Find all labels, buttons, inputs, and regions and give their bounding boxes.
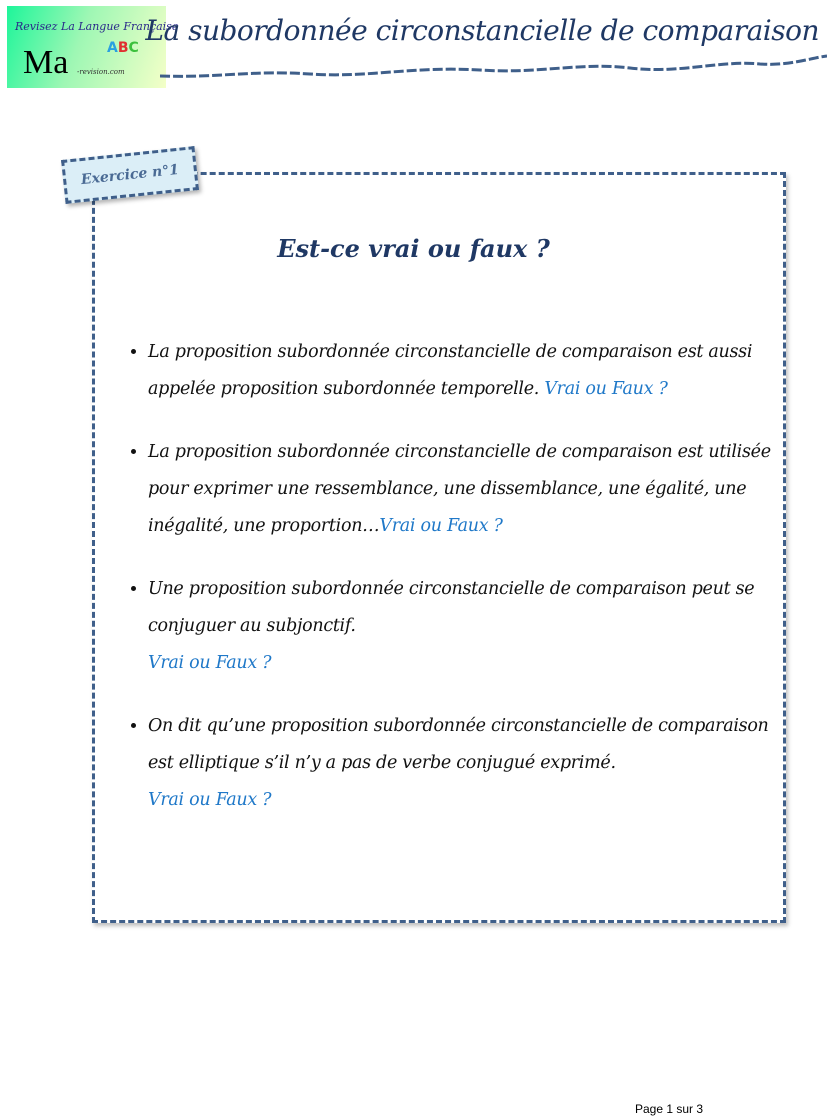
true-false-prompt: Vrai ou Faux ?: [379, 516, 503, 536]
page-title: La subordonnée circonstancielle de compa…: [145, 14, 819, 47]
logo-site: -revision.com: [77, 68, 125, 76]
question-item: La proposition subordonnée circonstancie…: [148, 334, 788, 408]
true-false-prompt: Vrai ou Faux ?: [544, 379, 668, 399]
site-logo: Revisez La Langue Française ABC Ma -revi…: [7, 6, 178, 88]
header-wave-divider: [160, 54, 827, 78]
page-number: Page 1 sur 3: [635, 1102, 704, 1116]
exercise-heading: Est-ce vrai ou faux ?: [277, 234, 550, 263]
logo-abc: ABC: [107, 40, 139, 56]
true-false-prompt: Vrai ou Faux ?: [148, 790, 272, 810]
logo-mark: Ma: [23, 44, 69, 81]
true-false-prompt: Vrai ou Faux ?: [148, 653, 272, 673]
question-list: La proposition subordonnée circonstancie…: [120, 334, 788, 845]
question-item: On dit qu’une proposition subordonnée ci…: [148, 708, 788, 819]
logo-tagline: Revisez La Langue Française: [15, 20, 179, 33]
question-item: Une proposition subordonnée circonstanci…: [148, 571, 788, 682]
exercise-box: [92, 172, 786, 923]
question-item: La proposition subordonnée circonstancie…: [148, 434, 788, 545]
